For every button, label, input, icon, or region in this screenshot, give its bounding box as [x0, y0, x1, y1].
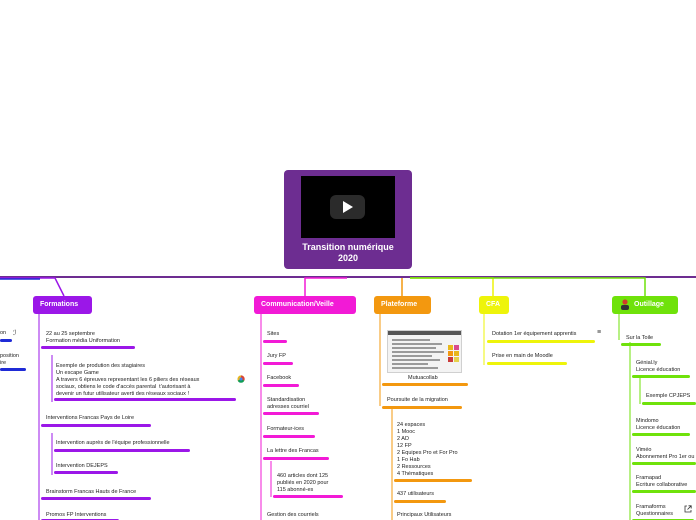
central-topic-title: Transition numérique 2020	[284, 242, 412, 264]
plateforme-item-migration-underline	[382, 406, 462, 409]
plateforme-item-utilisateurs-underline	[394, 500, 446, 503]
formations-item-7: Promos FP Interventions	[46, 512, 106, 519]
topic-plateforme[interactable]: Plateforme	[374, 296, 431, 314]
play-icon[interactable]	[330, 195, 365, 219]
outillage-item-toile-underline	[621, 343, 661, 346]
outillage-genially-line-2: Licence éducation	[636, 367, 680, 374]
communication-item-facebook-underline	[263, 384, 299, 387]
plateforme-espaces-line-8: 4 Thématiques	[397, 471, 433, 478]
left-edge-text-c: ire	[0, 360, 6, 367]
outillage-mindomo-line-1: Mindomo	[636, 418, 659, 425]
communication-item-sites-underline	[263, 340, 287, 343]
outillage-genially-line-1: Génial.ly	[636, 360, 657, 367]
user-icon	[620, 299, 630, 311]
outillage-genially-underline	[632, 375, 690, 378]
outillage-framapad-line-2: Ecriture collaborative	[636, 482, 687, 489]
communication-item-lettre: La lettre des Francas	[267, 448, 319, 455]
plateforme-espaces-line-3: 2 AD	[397, 436, 409, 443]
central-topic-title-line2: 2020	[338, 253, 358, 263]
formations-item-2-underline	[54, 398, 236, 401]
outillage-vimeo-line-1: Viméo	[636, 447, 652, 454]
communication-item-articles-line-3: 115 abonné-es	[277, 487, 313, 494]
plateforme-espaces-line-5: 2 Equipes Pro et For Pro	[397, 450, 458, 457]
outillage-item-cpjeps: Exemple CPJEPS	[646, 393, 690, 400]
plateforme-espaces-line-1: 24 espaces	[397, 422, 425, 429]
left-edge-underline-a	[0, 339, 12, 342]
topic-formations[interactable]: Formations	[33, 296, 92, 314]
formations-item-6-underline	[41, 497, 151, 500]
communication-item-articles-line-2: publiés en 2020 pour	[277, 480, 328, 487]
communication-item-formateurs: Formateur-ices	[267, 426, 304, 433]
plateforme-espaces-line-6: 1 Fo Hab	[397, 457, 420, 464]
plateforme-espaces-underline	[394, 479, 472, 482]
outillage-mindomo-line-2: Licence éducation	[636, 425, 680, 432]
communication-item-standardisation-line-2: adresses courriel	[267, 404, 309, 411]
communication-item-sites: Sites	[267, 331, 279, 338]
outillage-item-cpjeps-underline	[642, 402, 696, 405]
communication-item-articles-line-1: 460 articles dont 125	[277, 473, 328, 480]
plateforme-image-caption: Mutuacollab	[408, 375, 438, 382]
plateforme-espaces-line-4: 12 FP	[397, 443, 412, 450]
outillage-framaforms-line-1: Framaforms	[636, 504, 666, 511]
formations-item-6: Brainstorm Francas Hauts de France	[46, 489, 136, 496]
formations-item-4: Intervention auprès de l'équipe professi…	[56, 440, 170, 447]
communication-item-lettre-underline	[263, 457, 329, 460]
communication-item-formateurs-underline	[263, 435, 315, 438]
plateforme-item-utilisateurs: 437 utilisateurs	[397, 491, 434, 498]
outillage-vimeo-underline	[632, 462, 696, 465]
formations-item-3-underline	[41, 424, 151, 427]
formations-item-5: Intervention DEJEPS	[56, 463, 108, 470]
communication-item-facebook: Facebook	[267, 375, 291, 382]
formations-item-2-line-5: devenir un futur utilisateur averti des …	[56, 391, 189, 398]
external-link-icon[interactable]	[684, 505, 692, 513]
formations-item-1-line-2: Formation média Uniformation	[46, 338, 120, 345]
communication-item-courriels: Gestion des courriels	[267, 512, 319, 519]
formations-item-1-line-1: 22 au 25 septembre	[46, 331, 95, 338]
cfa-item-dotation-underline	[487, 340, 595, 343]
formations-item-2-line-3: A travers 6 épreuves representant les 6 …	[56, 377, 199, 384]
chrome-icon[interactable]	[237, 375, 245, 383]
formations-item-3: Interventions Francas Pays de Loire	[46, 415, 134, 422]
outillage-mindomo-underline	[632, 433, 690, 436]
formations-item-1-underline	[41, 346, 135, 349]
plateforme-espaces-line-7: 2 Ressources	[397, 464, 431, 471]
formations-item-2-line-1: Exemple de prodution des stagiaires	[56, 363, 145, 370]
formations-item-5-underline	[54, 471, 118, 474]
communication-item-standardisation-line-1: Standardisation	[267, 397, 305, 404]
communication-item-jury-underline	[263, 362, 293, 365]
formations-item-4-underline	[54, 449, 190, 452]
central-topic[interactable]: Transition numérique 2020	[284, 170, 412, 269]
plateforme-espaces-line-2: 1 Mooc	[397, 429, 415, 436]
video-thumbnail[interactable]	[301, 176, 395, 238]
cfa-item-moodle: Prise en main de Moodle	[492, 353, 553, 360]
plateforme-item-migration: Poursuite de la migration	[387, 397, 448, 404]
formations-item-2-line-4: sociaux, obtiens le code d'accès parenta…	[56, 384, 191, 391]
outillage-framapad-line-1: Framapad	[636, 475, 661, 482]
outillage-framaforms-line-2: Questionnaires	[636, 511, 673, 518]
communication-item-standardisation-underline	[263, 412, 319, 415]
topic-communication-veille[interactable]: Communication/Veille	[254, 296, 356, 314]
left-edge-text-b: position	[0, 353, 19, 360]
plateforme-item-principaux: Principaux Utilisateurs	[397, 512, 451, 519]
cfa-item-moodle-underline	[487, 362, 567, 365]
mutuacollab-screenshot-image[interactable]	[387, 330, 462, 373]
plateforme-image-underline	[382, 383, 468, 386]
notes-icon[interactable]: ≡	[597, 329, 601, 336]
outillage-item-toile: Sur la Toile	[626, 335, 653, 342]
central-topic-title-line1: Transition numérique	[302, 242, 394, 252]
topic-cfa[interactable]: CFA	[479, 296, 509, 314]
communication-item-jury: Jury FP	[267, 353, 286, 360]
outillage-vimeo-line-2: Abonnement Pro 1er ou	[636, 454, 694, 461]
formations-item-2-line-2: Un escape Game	[56, 370, 99, 377]
cfa-item-dotation: Dotation 1er équipement apprentis	[492, 331, 576, 338]
paperclip-icon[interactable]: ℐ	[13, 329, 16, 337]
left-edge-text-a: on	[0, 330, 6, 337]
left-edge-underline-b	[0, 368, 26, 371]
outillage-framapad-underline	[632, 490, 696, 493]
communication-item-articles-underline	[273, 495, 343, 498]
